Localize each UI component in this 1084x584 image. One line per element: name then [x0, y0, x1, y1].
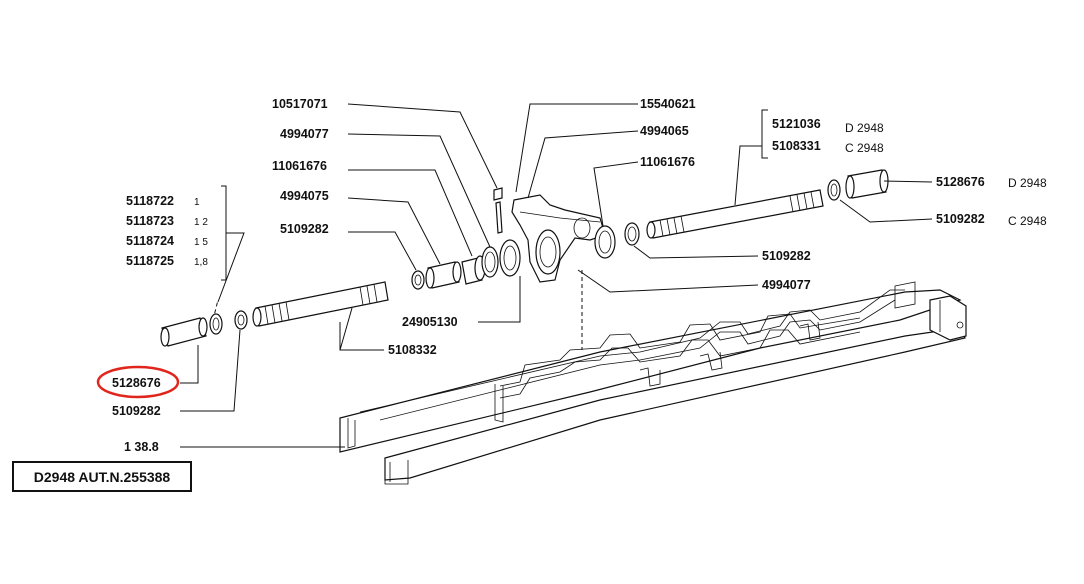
label-4994065: 4994065 [640, 124, 689, 138]
left-group-note-4: 1,8 [194, 257, 208, 268]
left-shaft-assembly [160, 187, 521, 347]
right-group-part-1: 5121036 [772, 117, 821, 131]
label-frame-138-8: 1 38.8 [124, 440, 159, 454]
left-group-note-1: 1 [194, 197, 200, 208]
label-11061676-right: 11061676 [640, 155, 695, 169]
label-4994077-mid: 4994077 [762, 278, 811, 292]
highlight-circle [96, 365, 180, 399]
left-group-part-1: 5118722 [126, 194, 174, 208]
label-5109282-mid: 5109282 [762, 249, 811, 263]
leader-lines [180, 103, 933, 448]
label-4994075: 4994075 [280, 189, 329, 203]
frame-rail [339, 281, 967, 485]
left-group-part-2: 5118723 [126, 214, 174, 228]
right-shaft-assembly [646, 169, 889, 239]
part-labels: 10517071 4994077 11061676 4994075 510928… [112, 97, 1047, 454]
right-group-note-2: C 2948 [845, 141, 884, 155]
label-11061676-left: 11061676 [272, 159, 327, 173]
caption-text: D2948 AUT.N.255388 [33, 468, 171, 485]
label-15540621: 15540621 [640, 97, 696, 111]
left-group-part-3: 5118724 [126, 234, 174, 248]
left-group-part-4: 5118725 [126, 254, 174, 268]
label-5128676-right: 5128676 [936, 175, 985, 189]
label-10517071: 10517071 [272, 97, 328, 111]
left-group-note-2: 1 2 [194, 217, 208, 228]
left-group-note-3: 1 5 [194, 237, 208, 248]
right-group-note-1: D 2948 [845, 121, 884, 135]
label-5109282-right-variant: C 2948 [1008, 214, 1047, 228]
label-5109282-right: 5109282 [936, 212, 985, 226]
label-24905130: 24905130 [402, 315, 458, 329]
central-bracket [511, 194, 640, 283]
label-5109282-left: 5109282 [280, 222, 329, 236]
label-5109282-bottom: 5109282 [112, 404, 161, 418]
label-5108332: 5108332 [388, 343, 437, 357]
right-group-part-2: 5108331 [772, 139, 821, 153]
label-4994077-top: 4994077 [280, 127, 329, 141]
label-5128676-right-variant: D 2948 [1008, 176, 1047, 190]
caption-box: D2948 AUT.N.255388 [12, 461, 192, 492]
label-5128676-left: 5128676 [112, 376, 161, 390]
